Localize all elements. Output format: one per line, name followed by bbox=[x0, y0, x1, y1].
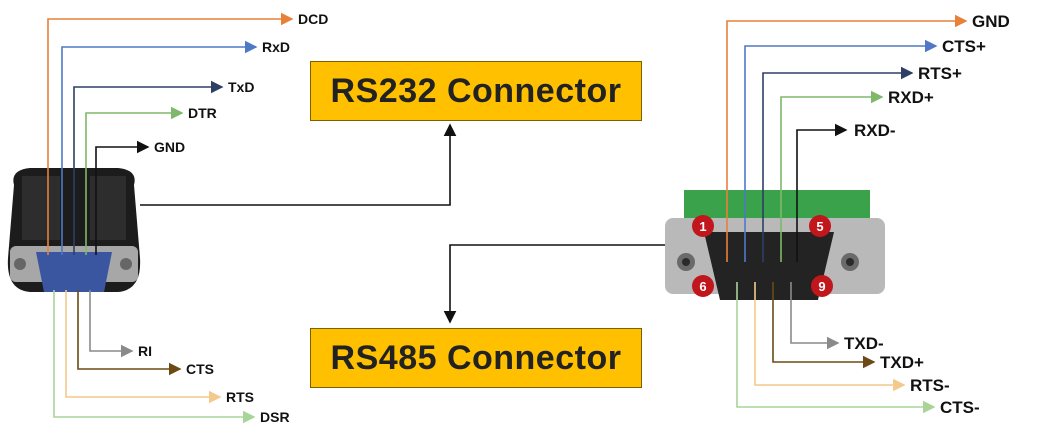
wire-txd-minus bbox=[790, 282, 840, 350]
wire-rxd-minus bbox=[796, 123, 848, 262]
wire-dsr bbox=[53, 290, 256, 424]
title-arrows bbox=[140, 123, 690, 324]
label-txd-plus: TXD+ bbox=[880, 353, 924, 372]
label-dsr: DSR bbox=[260, 409, 290, 424]
arrow-rs232-link bbox=[140, 123, 457, 206]
label-cts: CTS bbox=[186, 361, 214, 377]
wire-cts-plus bbox=[744, 39, 938, 262]
arrow-rs485-link bbox=[443, 244, 690, 324]
pin-number-5: 5 bbox=[816, 219, 823, 234]
label-rts-plus: RTS+ bbox=[918, 64, 962, 83]
rs485-pin-badges: 1 5 6 9 bbox=[692, 215, 833, 297]
wire-ri bbox=[89, 290, 134, 358]
wire-rts-minus bbox=[754, 282, 906, 392]
rs232-title-box: RS232 Connector bbox=[310, 61, 642, 121]
rs485-title: RS485 Connector bbox=[330, 338, 622, 377]
label-rxd-plus: RXD+ bbox=[888, 88, 934, 107]
rs485-wires bbox=[726, 14, 968, 414]
label-txd-minus: TXD- bbox=[844, 334, 884, 353]
wire-cts-minus bbox=[736, 282, 936, 414]
wire-dcd bbox=[47, 12, 294, 255]
wire-rxd-plus bbox=[780, 90, 884, 262]
pin-number-9: 9 bbox=[818, 279, 825, 294]
label-cts-minus: CTS- bbox=[940, 398, 980, 417]
wire-dtr bbox=[85, 106, 184, 255]
wire-txd bbox=[73, 80, 224, 255]
label-gnd-232: GND bbox=[154, 139, 185, 155]
label-rts-minus: RTS- bbox=[910, 376, 950, 395]
pin-number-1: 1 bbox=[699, 219, 706, 234]
pin-badge-9 bbox=[811, 275, 833, 297]
label-rts: RTS bbox=[226, 389, 254, 405]
wire-rxd bbox=[61, 40, 258, 255]
label-dtr: DTR bbox=[188, 105, 217, 121]
label-ri: RI bbox=[138, 343, 152, 359]
pin-badge-5 bbox=[809, 215, 831, 237]
wire-txd-plus bbox=[772, 282, 876, 369]
rs485-db9-connector bbox=[665, 190, 885, 300]
wire-rts-plus bbox=[762, 66, 914, 262]
label-dcd: DCD bbox=[298, 11, 328, 27]
label-rxd-minus: RXD- bbox=[854, 121, 896, 140]
rs485-pin-labels: GND CTS+ RTS+ RXD+ RXD- TXD- TXD+ RTS- C… bbox=[844, 12, 1010, 417]
pin-badge-1 bbox=[692, 215, 714, 237]
pin-badge-6 bbox=[692, 275, 714, 297]
label-txd: TxD bbox=[228, 79, 254, 95]
wire-rts bbox=[65, 290, 222, 404]
wire-cts bbox=[77, 290, 182, 376]
rs485-title-box: RS485 Connector bbox=[310, 328, 642, 388]
pin-number-6: 6 bbox=[699, 279, 706, 294]
rs232-wires bbox=[47, 12, 294, 424]
wire-gnd-485 bbox=[726, 14, 968, 262]
rs232-pin-labels: DCD RxD TxD DTR GND RI CTS RTS DSR bbox=[138, 11, 328, 424]
wire-gnd bbox=[95, 140, 150, 255]
label-gnd-485: GND bbox=[972, 12, 1010, 31]
label-cts-plus: CTS+ bbox=[942, 37, 986, 56]
label-rxd: RxD bbox=[262, 39, 290, 55]
rs232-title: RS232 Connector bbox=[330, 71, 622, 110]
